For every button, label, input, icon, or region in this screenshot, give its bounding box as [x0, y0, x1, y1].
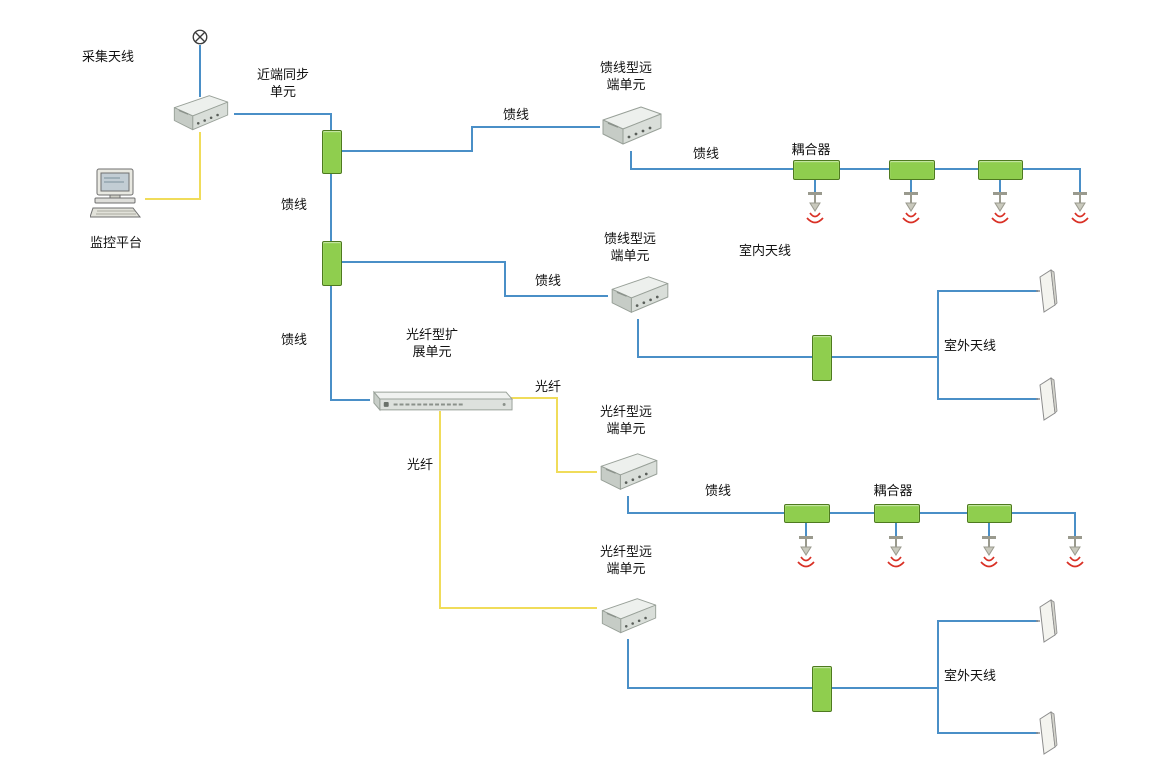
- indoor-antenna-icon: [802, 191, 828, 229]
- fiber-remote-unit-1-device: [593, 450, 665, 498]
- fiber-remote-unit-2-device: [593, 595, 665, 641]
- edge-remote-2-to-splitter: [637, 319, 814, 358]
- edge-fiber-down: [439, 411, 597, 609]
- label-feeder: 馈线: [502, 107, 529, 122]
- edge-feeder-to-remote-2: [339, 261, 608, 297]
- indoor-antenna-icon: [883, 535, 909, 573]
- label-fiber-remote-unit-2: 光纤型远 端单元: [599, 544, 652, 576]
- label-near-end-sync-unit: 近端同步 单元: [256, 67, 309, 99]
- coupler: [812, 335, 832, 381]
- coupler: [322, 241, 342, 286]
- label-collection-antenna: 采集天线: [81, 49, 134, 64]
- coupler: [967, 504, 1012, 523]
- label-indoor-antenna: 室内天线: [738, 243, 791, 258]
- coupler: [784, 504, 830, 523]
- indoor-antenna-icon: [987, 191, 1013, 229]
- indoor-antenna-icon: [1067, 191, 1093, 229]
- coupler: [978, 160, 1023, 180]
- indoor-antenna-icon: [793, 535, 819, 573]
- indoor-antenna-icon: [1062, 535, 1088, 573]
- edge-feeder-to-remote-1: [339, 126, 600, 152]
- outdoor-antenna-icon: [1036, 598, 1058, 644]
- coupler: [874, 504, 920, 523]
- label-coupler-row-2: 耦合器: [873, 483, 913, 498]
- label-feeder: 馈线: [280, 332, 307, 347]
- label-monitoring-platform: 监控平台: [89, 235, 142, 250]
- indoor-antenna-icon: [898, 191, 924, 229]
- label-outdoor-antenna-1: 室外天线: [943, 338, 996, 353]
- label-feeder: 馈线: [534, 273, 561, 288]
- label-fiber-expansion-unit: 光纤型扩 展单元: [405, 327, 458, 359]
- edge-indoor-bus-1: [630, 151, 1081, 194]
- label-feeder-remote-unit-1: 馈线型远 端单元: [599, 60, 652, 92]
- edge-fiber-remote-2-to-splitter: [627, 639, 814, 689]
- label-fiber-remote-unit-1: 光纤型远 端单元: [599, 404, 652, 436]
- label-feeder: 馈线: [692, 146, 719, 161]
- edge-fiber-right: [511, 397, 597, 473]
- outdoor-antenna-icon: [1036, 376, 1058, 422]
- feeder-remote-unit-2-device: [604, 273, 676, 321]
- edge-feeder-trunk-top: [234, 113, 332, 132]
- label-feeder: 馈线: [704, 483, 731, 498]
- near-end-sync-unit-device: [165, 92, 237, 138]
- label-outdoor-antenna-2: 室外天线: [943, 668, 996, 683]
- label-feeder-remote-unit-2: 馈线型远 端单元: [603, 231, 656, 263]
- label-fiber: 光纤: [534, 379, 561, 394]
- outdoor-antenna-icon: [1036, 710, 1058, 756]
- coupler: [889, 160, 935, 180]
- label-feeder: 馈线: [280, 197, 307, 212]
- indoor-antenna-icon: [976, 535, 1002, 573]
- fiber-expansion-unit-device: [366, 386, 514, 416]
- coupler: [322, 130, 342, 174]
- outdoor-antenna-icon: [1036, 268, 1058, 314]
- coupler: [812, 666, 832, 712]
- edge-monitoring-link: [145, 132, 201, 200]
- feeder-remote-unit-1-device: [596, 103, 668, 153]
- coupler: [793, 160, 840, 180]
- label-coupler-row-1: 耦合器: [791, 142, 831, 157]
- edge-indoor-bus-2: [627, 496, 1076, 538]
- edge-feeder-trunk-bottom: [330, 283, 370, 401]
- label-fiber: 光纤: [406, 457, 433, 472]
- monitoring-platform-computer: [90, 168, 148, 220]
- collection-antenna-icon: [191, 28, 209, 46]
